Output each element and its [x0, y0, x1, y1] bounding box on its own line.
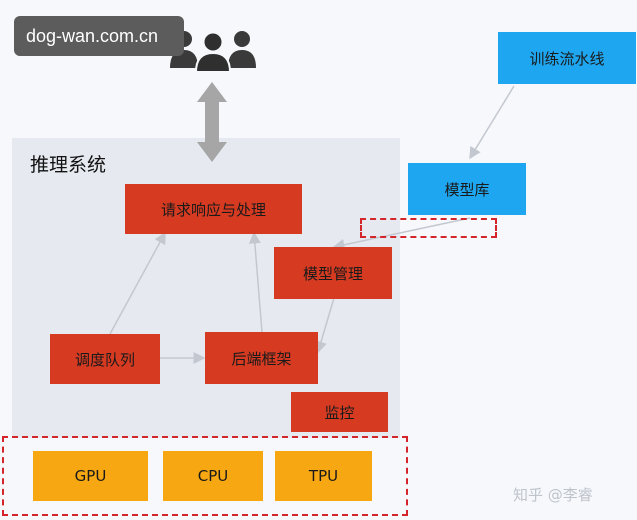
- scheduler-queue-box: 调度队列: [50, 334, 160, 384]
- hardware-group: [2, 436, 408, 516]
- pipeline-to-repo-line: [469, 85, 515, 160]
- gpu-box: GPU: [33, 451, 148, 501]
- watermark-badge: dog-wan.com.cn: [14, 16, 184, 56]
- mgmt-to-backend-line: [315, 297, 335, 354]
- cpu-box: CPU: [163, 451, 263, 501]
- backend-to-request-line: [248, 231, 263, 333]
- tpu-box: TPU: [275, 451, 372, 501]
- model-management-box: 模型管理: [274, 247, 392, 299]
- system-title: 推理系统: [30, 154, 107, 176]
- model-repository-box: 模型库: [408, 163, 526, 215]
- monitor-box: 监控: [291, 392, 388, 432]
- training-pipeline-box: 训练流水线: [498, 32, 636, 84]
- users-system-arrow: [197, 82, 227, 162]
- backend-framework-box: 后端框架: [205, 332, 318, 384]
- scheduler-to-request-line: [109, 231, 166, 335]
- credit-text: 知乎 @李睿: [513, 486, 593, 504]
- repo-to-mgmt-line: [332, 217, 471, 251]
- highlight-model-link: [360, 218, 497, 238]
- request-handling-box: 请求响应与处理: [125, 184, 302, 234]
